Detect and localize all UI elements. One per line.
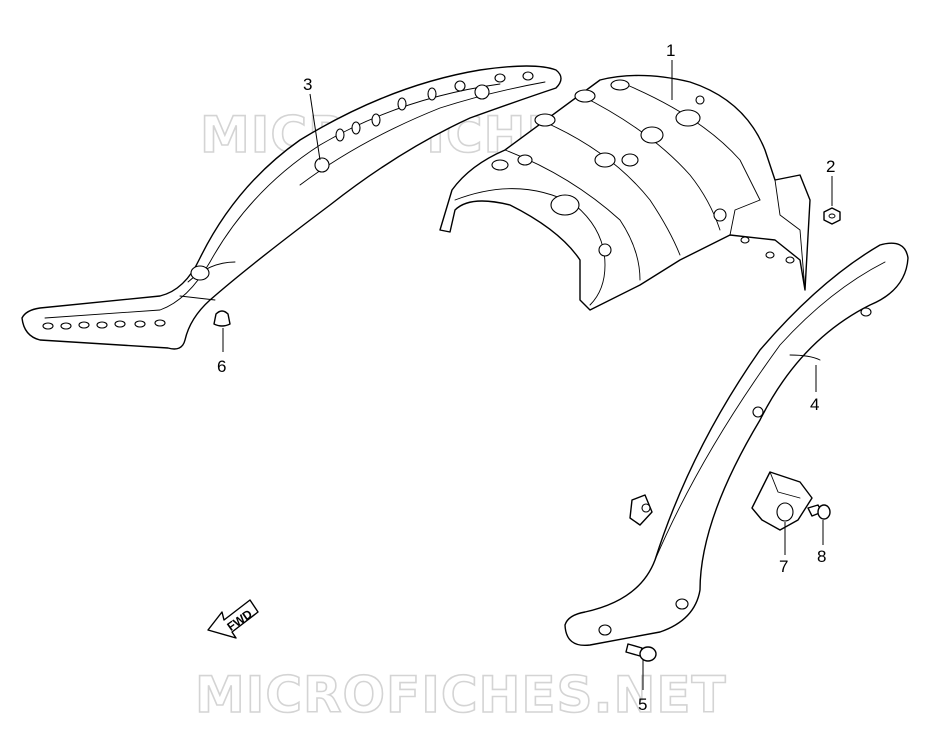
- part-6-grommet: [213, 310, 231, 327]
- part-8-screw: [807, 504, 831, 520]
- callout-3: 3: [303, 75, 312, 94]
- watermark-bottom: MICROFICHES.NET: [195, 666, 727, 724]
- part-2-nut: [823, 207, 841, 225]
- callout-6: 6: [217, 357, 226, 376]
- callout-5: 5: [638, 695, 647, 714]
- part-1-fender: [439, 74, 811, 311]
- part-4-right-rail: [564, 242, 909, 647]
- callout-1: 1: [666, 41, 675, 60]
- part-3-left-rail: [21, 65, 562, 350]
- callout-2: 2: [826, 157, 835, 176]
- callout-4: 4: [810, 395, 819, 414]
- callout-8: 8: [817, 547, 826, 566]
- part-7-clamp: [751, 471, 813, 531]
- part-5-bolt: [625, 643, 657, 662]
- fwd-arrow-icon: FWD: [207, 599, 259, 639]
- callout-7: 7: [779, 557, 788, 576]
- leader-3: [309, 93, 321, 161]
